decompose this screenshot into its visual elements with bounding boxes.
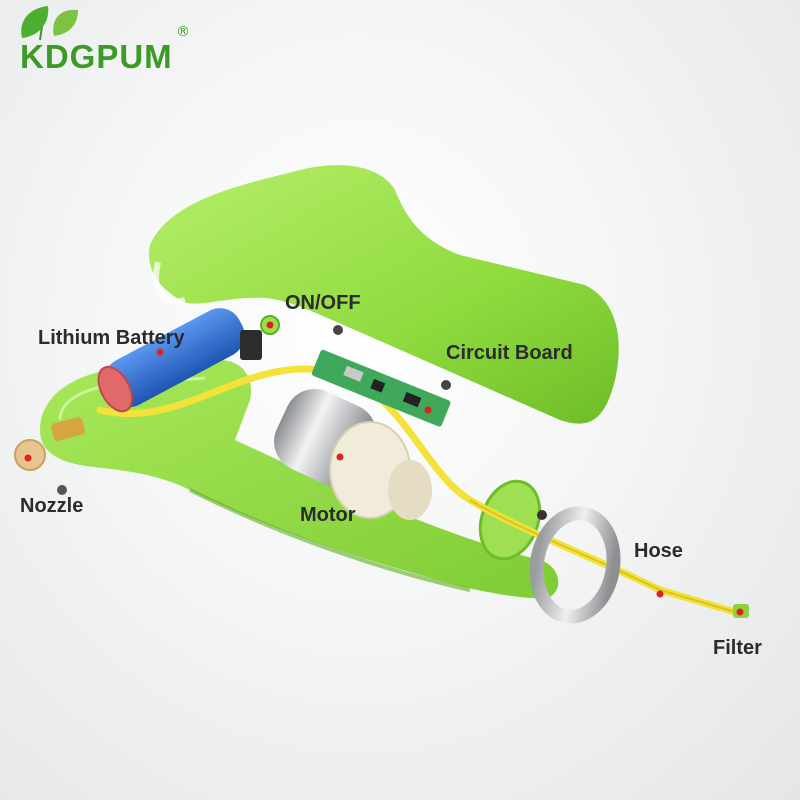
registered-mark: ® (176, 24, 190, 40)
screw-icon (537, 510, 547, 520)
filter-ring-part (529, 506, 621, 624)
label-motor: Motor (300, 504, 356, 526)
label-on-off: ON/OFF (285, 292, 361, 314)
label-hose: Hose (634, 540, 683, 562)
screw-icon (57, 485, 67, 495)
motor-part (274, 388, 432, 520)
label-lithium-battery: Lithium Battery (38, 327, 185, 349)
marker-dots (24, 321, 744, 616)
label-nozzle: Nozzle (20, 495, 84, 517)
brand-logo-text: KDGPUM (20, 38, 173, 75)
screw-icon (333, 325, 343, 335)
lithium-battery-part (97, 308, 245, 413)
handle-cover (149, 165, 619, 424)
leaf-icon (21, 6, 78, 41)
screw-icon (441, 380, 451, 390)
nozzle-part (14, 417, 85, 471)
circuit-board-part (311, 349, 451, 427)
label-circuit-board: Circuit Board (446, 342, 573, 364)
on-off-switch-part (240, 315, 280, 360)
label-filter: Filter (713, 637, 762, 659)
